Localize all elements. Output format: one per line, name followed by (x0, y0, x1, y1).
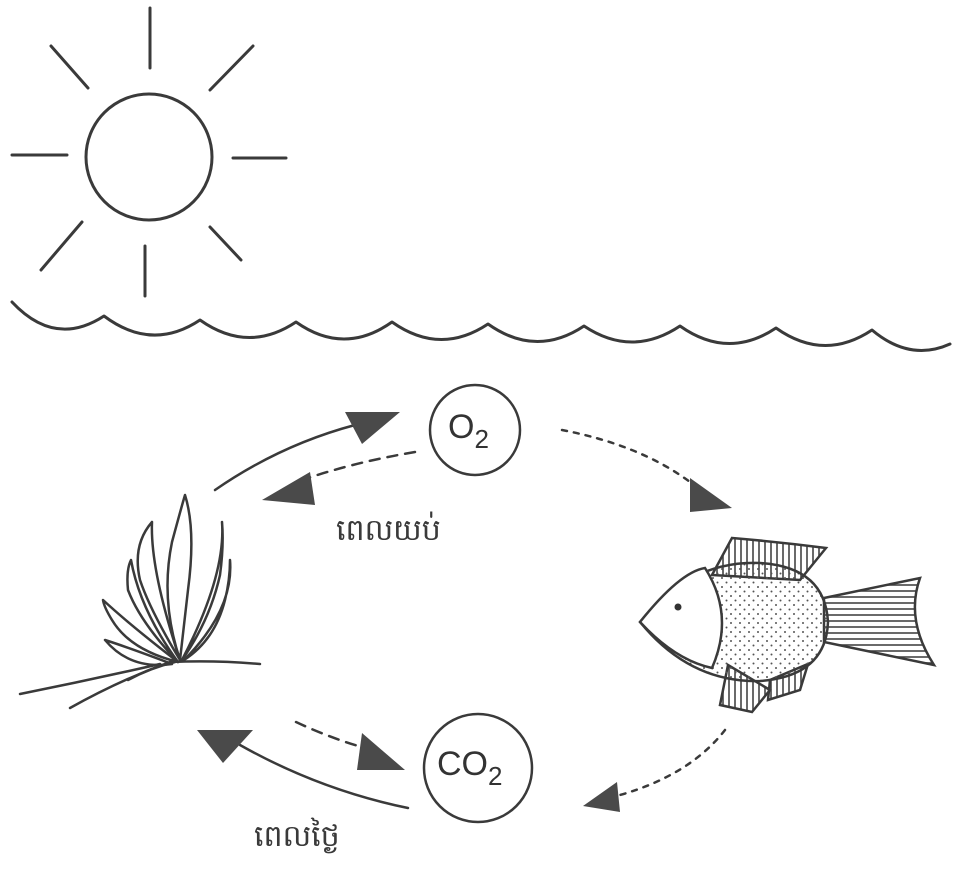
fish-icon (640, 538, 934, 712)
arrow-plant-to-carbon-dioxide (296, 722, 405, 770)
arrow-oxygen-to-plant (262, 452, 415, 505)
oxygen-element: O (448, 408, 474, 446)
carbon-dioxide-subscript: 2 (488, 761, 502, 791)
carbon-dioxide-element: CO (437, 745, 488, 783)
sun-icon (12, 8, 286, 296)
arrow-fish-to-carbon-dioxide (583, 730, 725, 812)
arrow-oxygen-to-fish (562, 430, 732, 512)
aquatic-plant-icon (20, 495, 260, 708)
oxygen-subscript: 2 (474, 424, 488, 454)
day-label: ពេលថ្ងៃ (254, 822, 340, 852)
night-label: ពេលយប់ (336, 516, 441, 546)
water-surface (12, 302, 950, 350)
carbon-dioxide-label: CO2 (437, 747, 502, 789)
oxygen-label: O2 (448, 410, 489, 452)
